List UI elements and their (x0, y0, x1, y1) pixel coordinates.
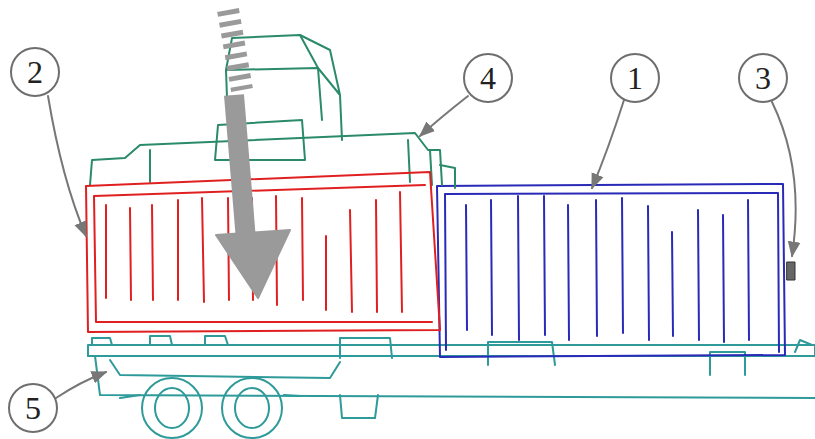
callout-circle: 4 (463, 53, 513, 103)
lowered-container (86, 172, 440, 332)
callout-number: 3 (755, 62, 771, 94)
callout-number: 2 (27, 56, 43, 88)
wheel (120, 378, 300, 438)
callout-number: 4 (480, 62, 496, 94)
spreader (90, 35, 455, 188)
callout-circle: 3 (738, 53, 788, 103)
marker-plate (787, 262, 795, 280)
callout-circle: 5 (8, 383, 58, 433)
lowering-arrow (216, 10, 290, 298)
callout-number: 1 (627, 62, 643, 94)
callout-number: 5 (25, 392, 41, 424)
callout-circle: 1 (610, 53, 660, 103)
leader-line (48, 96, 796, 398)
container-on-wagon (437, 184, 785, 357)
rail-wagon (88, 336, 815, 418)
callout-circle: 2 (10, 47, 60, 97)
